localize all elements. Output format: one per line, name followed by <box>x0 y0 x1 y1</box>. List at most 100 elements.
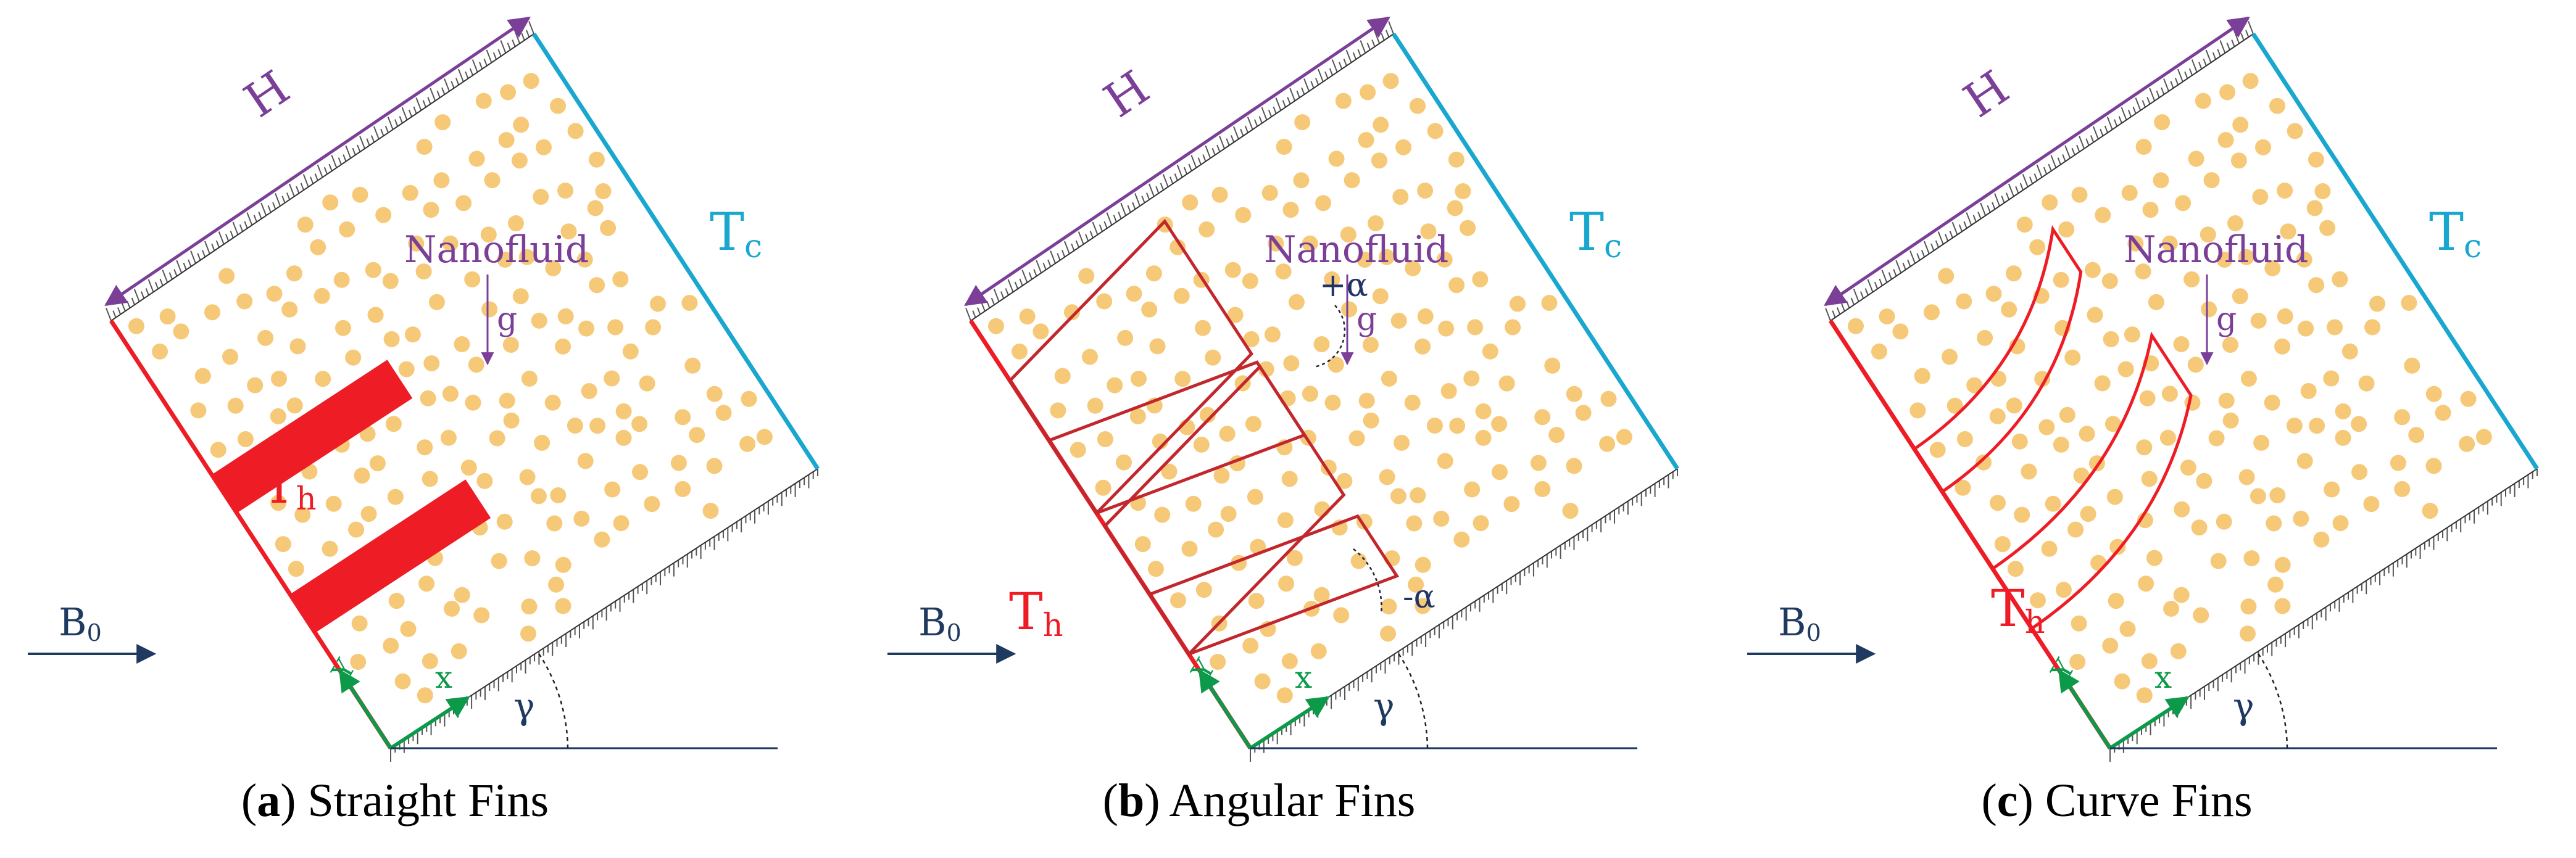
hatch-mark <box>253 215 257 223</box>
hatch-mark <box>352 147 356 155</box>
nanoparticle-dot <box>2005 265 2022 282</box>
nanoparticle-dot <box>1087 397 1103 414</box>
hatch-mark <box>1145 192 1150 200</box>
hatch-mark <box>1118 212 1122 220</box>
nanoparticle-dot <box>1420 223 1437 240</box>
nanoparticle-dot <box>400 621 417 637</box>
hatch-mark <box>1360 40 1366 54</box>
nanoparticle-dot <box>2059 406 2075 423</box>
nanoparticle-dot <box>442 386 459 402</box>
hatch-mark <box>286 192 291 200</box>
nanoparticle-dot <box>1131 371 1147 387</box>
nanoparticle-dot <box>1929 442 1946 458</box>
nanoparticle-dot <box>2138 575 2154 592</box>
nanoparticle-dot <box>531 312 547 329</box>
hatch-mark <box>1893 269 1897 277</box>
nanoparticle-dot <box>706 458 723 474</box>
nanoparticle-dot <box>1174 371 1191 387</box>
nanoparticle-dot <box>227 397 244 414</box>
nanoparticle-dot <box>560 223 577 240</box>
nanoparticle-dot <box>2217 132 2234 148</box>
nanoparticle-dot <box>398 361 415 377</box>
hatch-mark <box>1019 278 1023 286</box>
hatch-mark <box>2050 155 2057 168</box>
nanoparticle-dot <box>2069 654 2086 670</box>
hatch-mark <box>1864 288 1869 296</box>
nanoparticle-dot <box>237 431 254 447</box>
nanoparticle-dot <box>388 593 405 609</box>
nanoparticle-dot <box>1966 377 1983 394</box>
x-axis-arrow <box>2109 696 2190 750</box>
nanoparticle-dot <box>2358 375 2375 392</box>
nanoparticle-dot <box>1129 408 1146 424</box>
nanoparticle-dot <box>1382 73 1399 89</box>
nanoparticle-dot <box>2216 513 2232 530</box>
incline-arc <box>1397 652 1429 749</box>
hatch-mark <box>281 196 286 204</box>
nanoparticle-dot <box>1482 343 1498 360</box>
hatch-mark <box>1846 300 1850 308</box>
nanoparticle-dot <box>523 73 539 89</box>
nanoparticle-dot <box>1449 418 1466 434</box>
hatch-mark <box>275 193 281 207</box>
nanoparticle-dot <box>2094 375 2111 392</box>
nanoparticle-dot <box>333 271 350 288</box>
nanoparticle-dot <box>416 139 433 155</box>
nanoparticle-dot <box>236 293 253 310</box>
hatch-mark <box>512 39 516 47</box>
coordinate-axes-icon <box>2058 669 2190 750</box>
nanoparticle-dot <box>2274 598 2291 614</box>
nanoparticle-dot <box>2021 463 2037 480</box>
nanoparticle-dot <box>521 598 538 615</box>
hatch-mark <box>1352 52 1357 60</box>
nanoparticle-dot <box>1227 307 1244 323</box>
nanoparticle-dot <box>440 429 457 446</box>
nanoparticle-dot <box>204 304 220 321</box>
hatch-mark <box>384 125 389 133</box>
hatch-mark <box>965 308 971 321</box>
hatch-mark <box>246 212 253 226</box>
nanoparticle-dot <box>1427 123 1444 139</box>
nanoparticle-dot <box>270 495 286 511</box>
nanoparticle-dot <box>1436 251 1453 268</box>
hatch-mark <box>328 163 333 171</box>
hatch-mark <box>1021 270 1028 283</box>
nanoparticle-dot <box>2425 386 2442 402</box>
nanoparticle-dot <box>2042 194 2058 211</box>
hatch-mark <box>2132 106 2137 114</box>
hatch-mark <box>1836 307 1841 315</box>
hatch-mark <box>2203 59 2207 67</box>
nanoparticle-dot <box>2058 221 2075 237</box>
nanoparticle-dot <box>385 416 402 432</box>
hatch-mark <box>1381 33 1385 41</box>
hatch-mark <box>1141 196 1145 204</box>
nanoparticle-dot <box>288 561 304 577</box>
hatch-mark <box>1343 59 1347 67</box>
hatch-mark <box>1230 135 1235 143</box>
nanoparticle-dot <box>1278 575 1295 592</box>
nanoparticle-dot <box>1242 273 1258 289</box>
nanoparticle-dot <box>2191 519 2208 536</box>
hatch-mark <box>211 243 215 251</box>
nanoparticle-dot <box>2175 195 2192 212</box>
nanoparticle-dot <box>988 318 1004 334</box>
hatch-mark <box>1853 289 1859 302</box>
hatch-mark <box>1909 250 1916 264</box>
nanoparticle-dot <box>460 460 477 476</box>
hatch-mark <box>131 297 135 305</box>
nanoparticle-dot <box>2174 501 2190 518</box>
nanoparticle-dot <box>417 439 433 456</box>
hatch-mark <box>2001 196 2005 204</box>
nanoparticle-dot <box>339 221 355 237</box>
nanoparticle-dot <box>1404 394 1421 411</box>
nanoparticle-dot <box>387 489 404 505</box>
hatch-mark <box>2076 144 2080 152</box>
hatch-mark <box>230 231 234 239</box>
nanoparticle-dot <box>588 151 605 168</box>
nanoparticle-dot <box>2073 468 2090 484</box>
nanoparticle-dot <box>2141 653 2158 669</box>
curve-fin <box>1990 331 2193 631</box>
nanoparticle-dot <box>1145 265 1162 282</box>
